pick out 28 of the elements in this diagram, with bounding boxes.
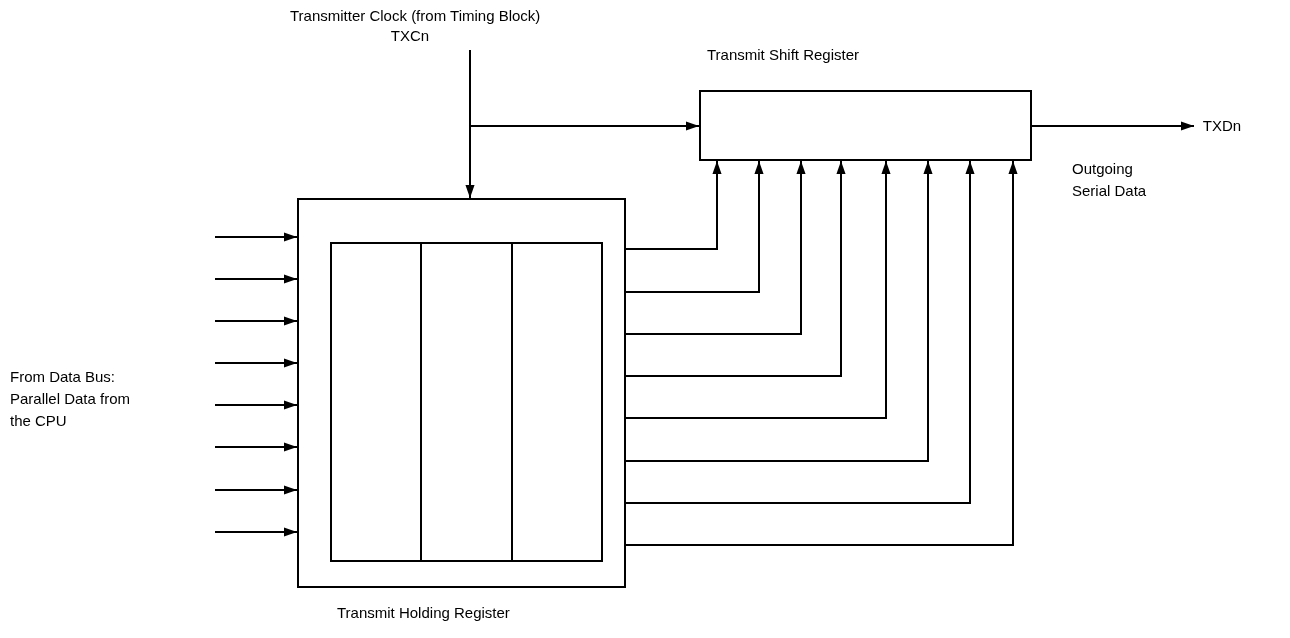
arrow bbox=[625, 160, 722, 250]
register-cell bbox=[420, 242, 513, 562]
input-arrow bbox=[214, 274, 298, 284]
arrow bbox=[625, 160, 846, 377]
input-arrow bbox=[214, 358, 298, 368]
arrow bbox=[625, 160, 975, 504]
arrow bbox=[625, 160, 806, 335]
register-title: Transmit Shift Register bbox=[707, 46, 859, 63]
input-arrow bbox=[214, 442, 298, 452]
arrow bbox=[625, 160, 891, 419]
input-arrow bbox=[214, 527, 298, 537]
signal-name: TXCn bbox=[390, 26, 430, 46]
input-arrow bbox=[214, 485, 298, 495]
clock-label: Transmitter Clock (from Timing Block) bbox=[290, 6, 541, 26]
arrow bbox=[465, 49, 475, 199]
arrow bbox=[1031, 121, 1195, 131]
register-cell bbox=[330, 242, 422, 562]
arrow bbox=[625, 160, 1018, 546]
arrow bbox=[625, 160, 764, 293]
signal-name: TXDn bbox=[1202, 116, 1242, 136]
register-cell bbox=[511, 242, 603, 562]
input-arrow bbox=[214, 316, 298, 326]
annotation: From Data Bus: Parallel Data from the CPU bbox=[10, 367, 132, 431]
input-arrow bbox=[214, 400, 298, 410]
register-title: Transmit Holding Register bbox=[337, 604, 510, 621]
arrow bbox=[625, 160, 933, 462]
input-arrow bbox=[214, 232, 298, 242]
annotation: Outgoing Serial Data bbox=[1072, 159, 1148, 201]
